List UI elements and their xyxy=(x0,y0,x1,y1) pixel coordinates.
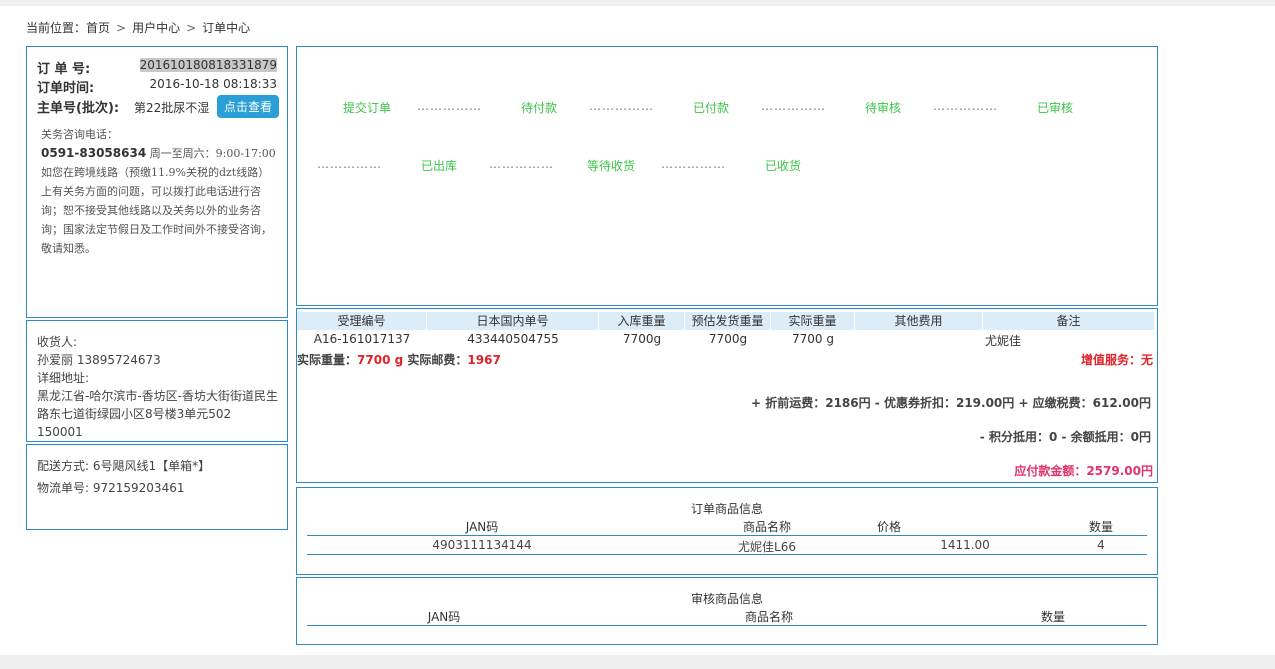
audit-header-name: 商品名称 xyxy=(744,610,793,624)
order-no-row: 订 单 号: 201610180818331879 xyxy=(37,58,277,77)
receiver-panel: 收货人: 孙爱丽 13895724673 详细地址: 黑龙江省-哈尔滨市-香坊区… xyxy=(26,320,288,442)
cell-accept-no: A16-161017137 xyxy=(313,332,411,346)
tracking-number: 物流单号: 972159203461 xyxy=(37,481,185,495)
receiver-info: 收货人: 孙爱丽 13895724673 详细地址: 黑龙江省-哈尔滨市-香坊区… xyxy=(37,333,279,441)
breadcrumb-sep: > xyxy=(186,21,197,35)
consult-hours-row: 0591-83058634 周一至周六：9:00-17:00 xyxy=(41,144,277,163)
page: 当前位置：首页 > 用户中心 > 订单中心 订 单 号: 201610180818331… xyxy=(0,6,1275,655)
step-shipped-out: 已出库 xyxy=(421,159,458,173)
breadcrumb: 当前位置：首页 > 用户中心 > 订单中心 xyxy=(26,19,250,36)
step-connector: …………… xyxy=(417,99,482,113)
step-awaiting-receipt: 等待收货 xyxy=(587,159,636,173)
goods-header-name: 商品名称 xyxy=(742,520,791,534)
col-header-accept-no: 受理编号 xyxy=(297,312,427,330)
breadcrumb-sep: > xyxy=(116,21,127,35)
col-header-actual-weight: 实际重量 xyxy=(771,312,855,330)
order-progress-panel: 提交订单 …………… 待付款 …………… 已付款 …………… 待审核 ……………… xyxy=(296,46,1158,306)
col-header-remark: 备注 xyxy=(983,312,1155,330)
receiver-name-phone: 孙爱丽 13895724673 xyxy=(37,353,161,367)
goods-divider xyxy=(307,535,1147,536)
goods-cell-jan: 4903111134144 xyxy=(432,538,532,552)
main-order-label: 主单号(批次): xyxy=(37,101,120,116)
step-submit-order: 提交订单 xyxy=(343,101,392,115)
shipping-info: 配送方式: 6号飓风线1【单箱*】 物流单号: 972159203461 xyxy=(37,455,279,499)
goods-cell-price: 1411.00 xyxy=(940,538,990,552)
consult-text: 如您在跨境线路（预缴11.9%关税的dzt线路）上有关务方面的问题，可以拨打此电… xyxy=(41,166,272,255)
actual-weight-value: 7700 g xyxy=(357,353,404,367)
fee-panel: 受理编号 日本国内单号 入库重量 预估发货重量 实际重量 其他费用 备注 A16… xyxy=(296,308,1158,483)
goods-cell-name: 尤妮佳L66 xyxy=(738,540,796,554)
step-connector: …………… xyxy=(589,99,654,113)
actual-weight-label: 实际重量： xyxy=(297,353,358,367)
step-reviewed: 已审核 xyxy=(1037,101,1074,115)
actual-postage-label: 实际邮费： xyxy=(407,353,468,367)
order-goods-panel: 订单商品信息 JAN码 商品名称 价格 数量 4903111134144 尤妮佳… xyxy=(296,487,1158,575)
cell-actual-weight: 7700 g xyxy=(792,332,834,346)
step-connector: …………… xyxy=(661,157,726,171)
actual-summary: 实际重量：7700 g 实际邮费：1967 xyxy=(297,351,501,368)
goods-header-price: 价格 xyxy=(876,520,901,534)
step-connector: …………… xyxy=(317,157,382,171)
order-time-value: 2016-10-18 08:18:33 xyxy=(149,77,277,91)
order-info-panel: 订 单 号: 201610180818331879 订单时间: 2016-10-… xyxy=(26,46,288,318)
audit-goods-panel: 审核商品信息 JAN码 商品名称 数量 xyxy=(296,577,1158,645)
address-line-1: 黑龙江省-哈尔滨市-香坊区-香坊大街街道民生 xyxy=(37,389,278,403)
goods-divider xyxy=(307,554,1147,555)
main-order-value: 第22批尿不湿 xyxy=(134,101,210,115)
step-paid: 已付款 xyxy=(693,101,730,115)
cell-remark: 尤妮佳 xyxy=(984,334,1021,348)
audit-header-qty: 数量 xyxy=(1040,610,1065,624)
cell-japan-no: 433440504755 xyxy=(467,332,559,346)
order-time-label: 订单时间: xyxy=(37,81,95,96)
audit-header-jan: JAN码 xyxy=(427,610,461,624)
goods-header-jan: JAN码 xyxy=(465,520,499,534)
consult-phone: 0591-83058634 xyxy=(41,146,147,160)
total-payable: 应付款金额：2579.00円 xyxy=(1014,464,1153,478)
address-label: 详细地址: xyxy=(37,371,90,385)
consult-hours: 周一至周六：9:00-17:00 xyxy=(149,147,276,160)
step-connector: …………… xyxy=(933,99,998,113)
step-connector: …………… xyxy=(489,157,554,171)
col-header-in-weight: 入库重量 xyxy=(599,312,685,330)
breadcrumb-user-center[interactable]: 用户中心 xyxy=(132,21,181,35)
step-pending-payment: 待付款 xyxy=(521,101,558,115)
order-goods-title: 订单商品信息 xyxy=(690,502,763,516)
fee-breakdown-1: + 折前运费：2186円 - 优惠券折扣：219.00円 + 应缴税费：612.… xyxy=(751,396,1151,410)
audit-goods-title: 审核商品信息 xyxy=(690,592,763,606)
audit-divider xyxy=(307,625,1147,626)
consult-title: 关务咨询电话： xyxy=(41,128,118,141)
customs-consult-note: 关务咨询电话： 0591-83058634 周一至周六：9:00-17:00 如… xyxy=(41,125,277,258)
address-line-2: 路东七道街绿园小区8号楼3单元502 150001 xyxy=(37,407,232,439)
cell-in-weight: 7700g xyxy=(622,332,662,346)
breadcrumb-home[interactable]: 首页 xyxy=(86,21,111,35)
main-order-row: 主单号(批次): 第22批尿不湿 点击查看 xyxy=(37,95,279,119)
value-added-service: 增值服务：无 xyxy=(1080,353,1153,367)
actual-postage-value: 1967 xyxy=(467,353,501,367)
view-batch-button[interactable]: 点击查看 xyxy=(216,95,279,118)
fee-breakdown-2: - 积分抵用：0 - 余额抵用：0円 xyxy=(979,430,1151,444)
col-header-est-weight: 预估发货重量 xyxy=(685,312,771,330)
breadcrumb-label: 当前位置： xyxy=(26,21,87,35)
step-received: 已收货 xyxy=(765,159,802,173)
goods-header-qty: 数量 xyxy=(1088,520,1113,534)
order-no-label: 订 单 号: xyxy=(37,62,91,77)
shipping-panel: 配送方式: 6号飓风线1【单箱*】 物流单号: 972159203461 xyxy=(26,444,288,530)
breadcrumb-order-center[interactable]: 订单中心 xyxy=(202,21,251,35)
cell-est-weight: 7700g xyxy=(708,332,748,346)
col-header-japan-no: 日本国内单号 xyxy=(427,312,599,330)
step-connector: …………… xyxy=(761,99,826,113)
receiver-label: 收货人: xyxy=(37,335,78,349)
order-time-row: 订单时间: 2016-10-18 08:18:33 xyxy=(37,77,277,96)
order-no-value: 201610180818331879 xyxy=(139,58,277,72)
col-header-other-fees: 其他费用 xyxy=(855,312,983,330)
goods-cell-qty: 4 xyxy=(1097,538,1105,552)
step-pending-review: 待审核 xyxy=(865,101,902,115)
shipping-method: 配送方式: 6号飓风线1【单箱*】 xyxy=(37,459,211,473)
